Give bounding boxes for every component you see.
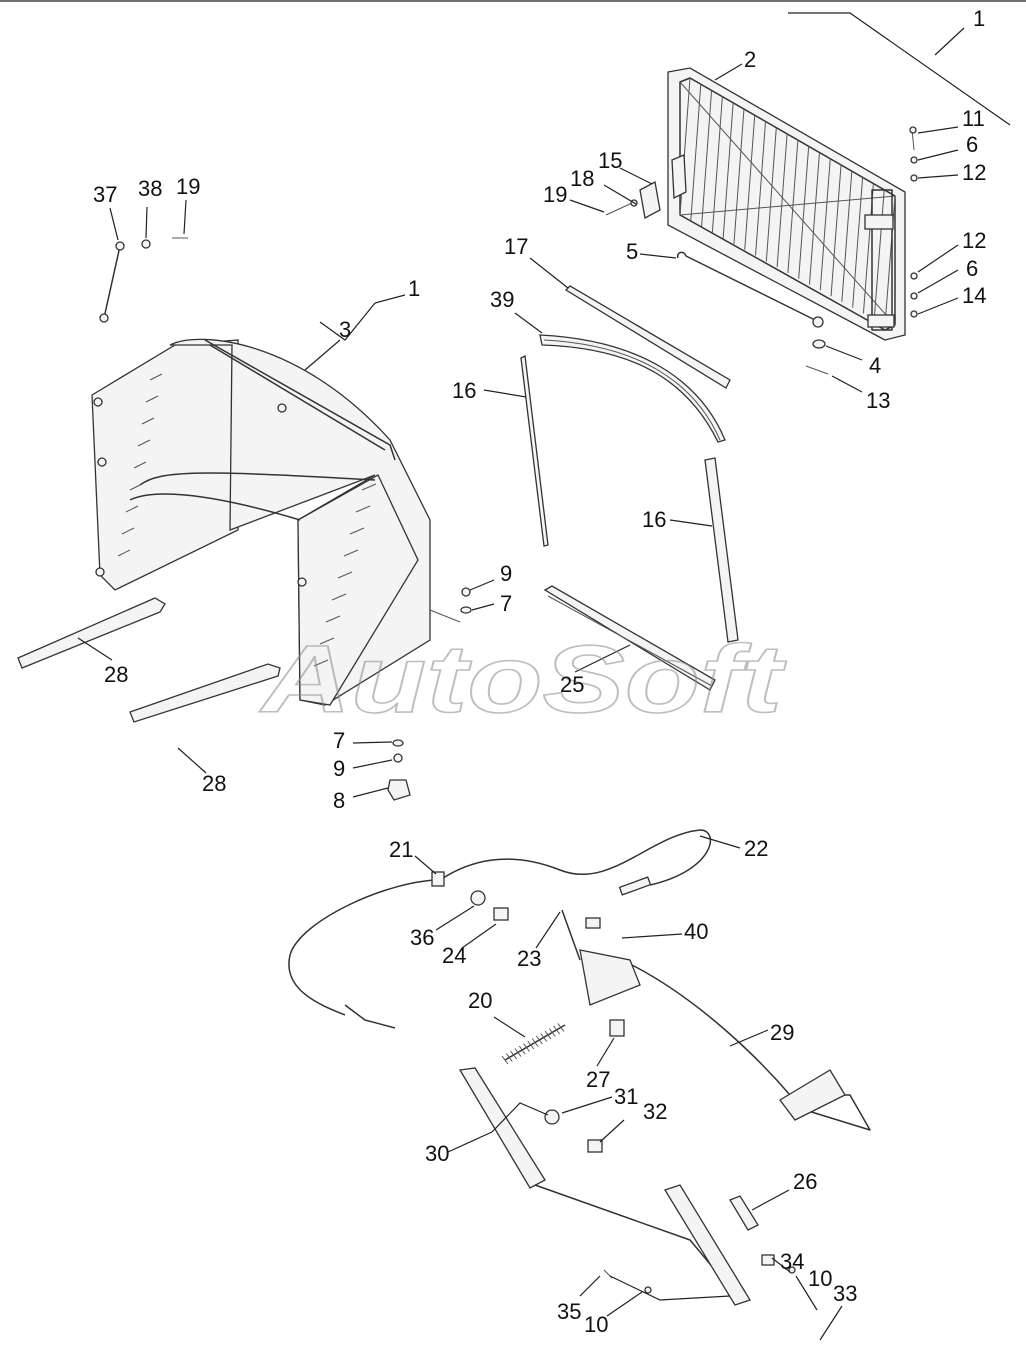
seal-28-lower [129,663,281,723]
callout-labels: 1 2 11 6 12 15 18 19 5 12 6 14 4 13 17 3… [93,6,986,1337]
seal-17 [564,285,731,389]
hardware-bottom [603,1254,796,1294]
callout-label: 17 [504,234,528,259]
callout-label: 9 [333,756,345,781]
callout-label: 21 [389,837,413,862]
callout-label: 32 [643,1099,667,1124]
callout-label: 24 [442,943,466,968]
callout-label: 13 [866,388,890,413]
callout-label: 34 [780,1249,804,1274]
hardware-36-24 [470,890,509,921]
seal-39 [539,334,726,443]
leader-lines [77,12,1011,1341]
seal-16-left [520,355,549,547]
callout-label: 11 [962,106,985,131]
seal-16-right [704,457,739,643]
callout-label: 6 [966,132,978,157]
callout-label: 9 [500,561,512,586]
bracket-23 [561,909,641,1006]
callout-label: 38 [138,176,162,201]
callout-label: 16 [452,378,476,403]
shroud-3 [91,338,431,706]
callout-label: 1 [408,276,420,301]
callout-label: 8 [333,788,345,813]
callout-label: 7 [500,591,512,616]
callout-label: 6 [966,256,978,281]
callout-label: 36 [410,925,434,950]
callout-label: 23 [517,946,541,971]
hardware-right [805,126,918,375]
hardware-7-9-8 [387,587,472,801]
callout-label: 35 [557,1299,581,1324]
callout-label: 26 [793,1169,817,1194]
callout-label: 19 [543,182,567,207]
callout-label: 18 [570,166,594,191]
rod-37 [99,237,188,323]
callout-label: 39 [490,287,514,312]
callout-label: 15 [598,148,622,173]
lever-29 [631,964,871,1131]
callout-label: 7 [333,728,345,753]
callout-label: 28 [104,662,128,687]
bracket-15 [605,154,687,219]
condenser-core [667,67,906,341]
callout-label: 30 [425,1141,449,1166]
callout-label: 37 [93,182,117,207]
callout-label: 33 [833,1281,857,1306]
seal-28-upper [17,597,166,669]
callout-label: 31 [614,1084,638,1109]
callout-label: 1 [973,6,985,31]
rod-5 [676,251,824,328]
callout-label: 20 [468,988,492,1013]
callout-label: 40 [684,919,708,944]
callout-label: 10 [584,1312,608,1337]
callout-label: 5 [626,239,638,264]
callout-label: 10 [808,1266,832,1291]
callout-label: 2 [744,47,756,72]
callout-label: 19 [176,174,200,199]
callout-label: 29 [770,1020,794,1045]
watermark-text: AutoSoft [259,626,787,733]
pad-26 [729,1195,759,1231]
spring-20 [501,1023,566,1065]
seal-25 [543,585,716,691]
callout-label: 22 [744,836,768,861]
callout-label: 4 [869,353,881,378]
callout-label: 16 [642,507,666,532]
cable-22 [288,829,712,1029]
bolt-27 [609,1019,625,1037]
callout-label: 12 [962,228,986,253]
callout-label: 27 [586,1067,610,1092]
callout-label: 14 [962,283,986,308]
pedal-30 [458,1067,751,1306]
callout-label: 3 [339,317,351,342]
callout-label: 28 [202,771,226,796]
callout-label: 12 [962,160,986,185]
callout-label: 25 [560,672,584,697]
